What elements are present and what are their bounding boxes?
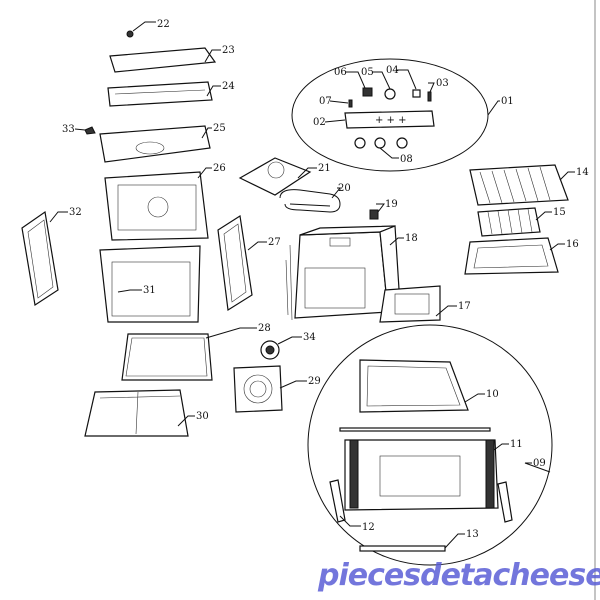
part-14-wire-rack <box>469 164 575 206</box>
part-15-grill <box>477 207 552 237</box>
watermark: piecesdetacheeselec.com <box>317 558 600 593</box>
svg-text:+ + +: + + + <box>375 115 407 126</box>
part-31-front-frame <box>99 245 201 323</box>
part-19-lamp <box>369 203 385 220</box>
label-26: 26 <box>213 163 226 174</box>
label-22: 22 <box>157 19 170 30</box>
label-05: 05 <box>361 67 374 78</box>
part-17-back-plate <box>379 285 457 323</box>
part-22-screw <box>126 21 156 38</box>
label-08: 08 <box>400 154 413 165</box>
label-14: 14 <box>576 167 589 178</box>
part-number-labels: 22 23 24 33 25 26 21 20 19 32 27 18 31 2… <box>62 19 589 540</box>
label-34: 34 <box>303 332 316 343</box>
label-13: 13 <box>466 529 479 540</box>
part-27-side-panel-right <box>217 214 267 312</box>
label-12: 12 <box>362 522 375 533</box>
label-11: 11 <box>510 439 523 450</box>
part-34-fan-motor <box>260 336 302 360</box>
part-30-bottom-panel <box>84 389 195 437</box>
label-25: 25 <box>213 123 226 134</box>
label-07: 07 <box>319 96 332 107</box>
label-27: 27 <box>268 237 281 248</box>
part-18-oven-cavity <box>285 225 404 321</box>
label-16: 16 <box>566 239 579 250</box>
part-25-top-cover <box>99 125 212 163</box>
label-32: 32 <box>69 207 82 218</box>
label-02: 02 <box>313 117 326 128</box>
control-panel-group-01: + + + <box>291 58 500 172</box>
label-04: 04 <box>386 65 399 76</box>
part-20-heating-element <box>279 187 342 213</box>
door-group-09 <box>307 324 553 566</box>
label-23: 23 <box>222 45 235 56</box>
label-15: 15 <box>553 207 566 218</box>
label-30: 30 <box>196 411 209 422</box>
part-24-top-plate <box>107 81 221 107</box>
label-31: 31 <box>143 285 156 296</box>
label-19: 19 <box>385 199 398 210</box>
part-21-fan-cover <box>238 157 317 196</box>
label-10: 10 <box>486 389 499 400</box>
label-03: 03 <box>436 78 449 89</box>
part-29-fan-plate <box>233 365 307 413</box>
label-20: 20 <box>338 183 351 194</box>
label-01: 01 <box>501 96 514 107</box>
label-18: 18 <box>405 233 418 244</box>
part-28-door-seal <box>121 327 257 381</box>
label-24: 24 <box>222 81 235 92</box>
part-32-side-panel-left <box>21 210 68 307</box>
label-06: 06 <box>334 67 347 78</box>
label-33: 33 <box>62 124 75 135</box>
label-21: 21 <box>318 163 331 174</box>
label-28: 28 <box>258 323 271 334</box>
part-23-top-panel <box>109 47 221 73</box>
part-33-clip <box>74 126 96 135</box>
part-16-baking-tray <box>464 237 565 275</box>
part-26-back-panel <box>104 167 212 241</box>
label-29: 29 <box>308 376 321 387</box>
label-17: 17 <box>458 301 471 312</box>
label-09: 09 <box>533 458 546 469</box>
